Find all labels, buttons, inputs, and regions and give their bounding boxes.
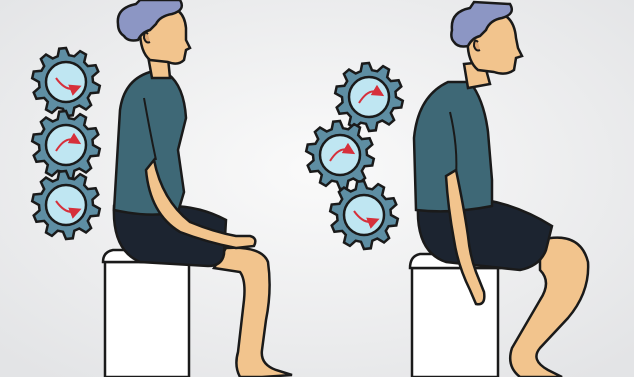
left-stool bbox=[103, 250, 192, 377]
left-gear-column bbox=[32, 48, 100, 239]
right-stool bbox=[410, 254, 500, 377]
